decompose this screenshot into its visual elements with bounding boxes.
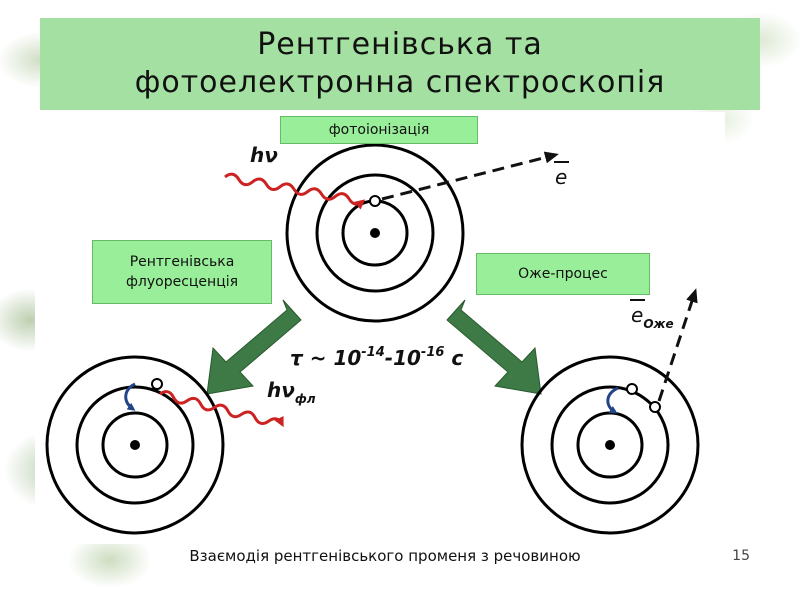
diagram-panel: hν e τ ~ 10-14-10-16 с hνфл e — [35, 112, 725, 544]
auger-electron-label: eОже — [631, 303, 674, 331]
page-number: 15 — [732, 548, 750, 564]
label-photoionization: фотоіонізація — [280, 116, 478, 144]
nucleus-icon — [130, 440, 140, 450]
orbit-middle — [75, 385, 195, 505]
label-auger-process: Оже-процес — [476, 253, 650, 295]
orbit-middle — [550, 385, 670, 505]
atom-auger — [520, 355, 700, 535]
incoming-photon-wave — [224, 172, 366, 210]
electron-icon — [626, 383, 638, 395]
orbit-outer — [285, 143, 465, 323]
electron-icon — [369, 195, 381, 207]
curved-transition-arrow-icon — [606, 386, 619, 414]
emitted-fluorescence-wave — [159, 390, 284, 428]
atom-top — [285, 143, 465, 323]
diagram-caption: Взаємодія рентгенівського променя з речо… — [189, 547, 581, 565]
atom-fluorescence — [45, 355, 225, 535]
ejected-photoelectron-arrow — [381, 151, 559, 201]
slide-title: Рентгенівська та фотоелектронна спектрос… — [134, 27, 666, 100]
hv-fluorescence-label: hνфл — [267, 378, 316, 406]
orbit-middle — [315, 173, 435, 293]
ejected-auger-electron-arrow — [657, 288, 698, 402]
hv-label: hν — [250, 143, 278, 167]
orbit-outer — [520, 355, 700, 535]
curved-transition-arrow-icon — [124, 382, 136, 411]
photoelectron-label: e — [555, 165, 567, 189]
orbit-outer — [45, 355, 225, 535]
label-xray-fluorescence: Рентгенівська флуоресценція — [92, 240, 272, 304]
electron-icon — [151, 378, 163, 390]
lifetime-label: τ ~ 10-14-10-16 с — [290, 345, 463, 370]
title-band: Рентгенівська та фотоелектронна спектрос… — [40, 18, 760, 110]
orbit-inner — [101, 411, 169, 479]
xray-interaction-diagram: hν e τ ~ 10-14-10-16 с hνфл e — [45, 143, 700, 535]
arrow-to-auger — [446, 299, 542, 395]
nucleus-icon — [370, 228, 380, 238]
auger-electron-icon — [649, 401, 661, 413]
nucleus-icon — [605, 440, 615, 450]
